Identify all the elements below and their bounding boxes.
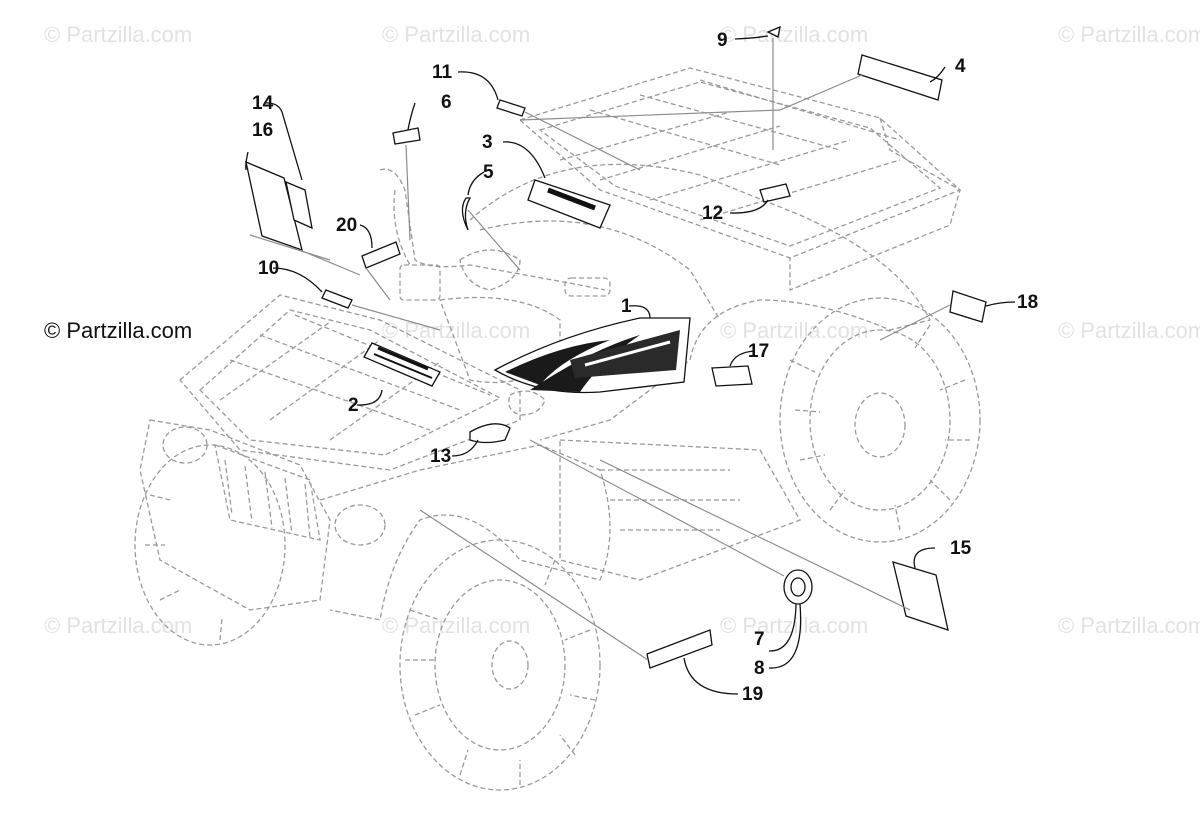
callout-17: 17 xyxy=(748,341,769,362)
decal-small-rear xyxy=(496,99,526,117)
callout-6: 6 xyxy=(441,92,452,113)
leader-lines xyxy=(245,35,1016,695)
watermark: © Partzilla.com xyxy=(720,318,869,343)
callout-15: 15 xyxy=(950,538,972,559)
decal-label-large xyxy=(245,160,303,252)
callout-5: 5 xyxy=(483,162,494,183)
callout-4: 4 xyxy=(955,56,966,77)
watermark: © Partzilla.com xyxy=(382,318,531,343)
decal-footrest xyxy=(646,629,713,669)
decal-tank xyxy=(469,423,511,444)
decal-side-panel xyxy=(892,561,949,631)
callout-18: 18 xyxy=(1017,292,1038,313)
callout-1: 1 xyxy=(621,296,632,317)
callout-19: 19 xyxy=(742,684,763,705)
callout-8: 8 xyxy=(754,658,765,679)
watermark: © Partzilla.com xyxy=(44,22,193,47)
decal-rear-rack xyxy=(857,54,943,101)
watermark: © Partzilla.com xyxy=(1058,613,1200,638)
watermark: © Partzilla.com xyxy=(1058,318,1200,343)
decal-fender-logo xyxy=(527,179,611,229)
decal-side-graphic xyxy=(493,317,691,394)
decal-flag xyxy=(766,25,781,38)
callout-labels: 1 2 3 4 5 6 7 8 9 10 11 12 13 14 15 16 1… xyxy=(252,30,1038,705)
atv-illustration xyxy=(134,67,981,791)
callout-14: 14 xyxy=(252,93,274,114)
decal-crescent xyxy=(461,197,472,231)
callout-3: 3 xyxy=(482,132,493,153)
watermark: © Partzilla.com xyxy=(44,613,193,638)
callout-7: 7 xyxy=(754,629,765,650)
copyright-notice: © Partzilla.com xyxy=(44,318,193,343)
decal-front-rack xyxy=(321,289,353,309)
decal-seat xyxy=(759,183,791,203)
callout-20: 20 xyxy=(336,215,357,236)
decal-rear-side xyxy=(949,290,987,323)
callout-13: 13 xyxy=(430,446,451,467)
callout-2: 2 xyxy=(348,395,359,416)
callout-10: 10 xyxy=(258,258,279,279)
watermark: © Partzilla.com xyxy=(1058,22,1200,47)
decal-rear-fender xyxy=(711,365,753,387)
decal-round-inner xyxy=(790,577,806,597)
callout-11: 11 xyxy=(432,62,453,83)
decal-warning-plate xyxy=(363,342,441,387)
callout-16: 16 xyxy=(252,120,273,141)
decal-label-small xyxy=(285,180,313,230)
watermark: © Partzilla.com xyxy=(382,613,531,638)
decal-handlebar xyxy=(361,241,401,269)
decal-small-tag xyxy=(392,127,421,145)
callout-12: 12 xyxy=(702,203,723,224)
callout-9: 9 xyxy=(717,30,728,51)
watermark: © Partzilla.com xyxy=(382,22,531,47)
watermark: © Partzilla.com xyxy=(720,22,869,47)
